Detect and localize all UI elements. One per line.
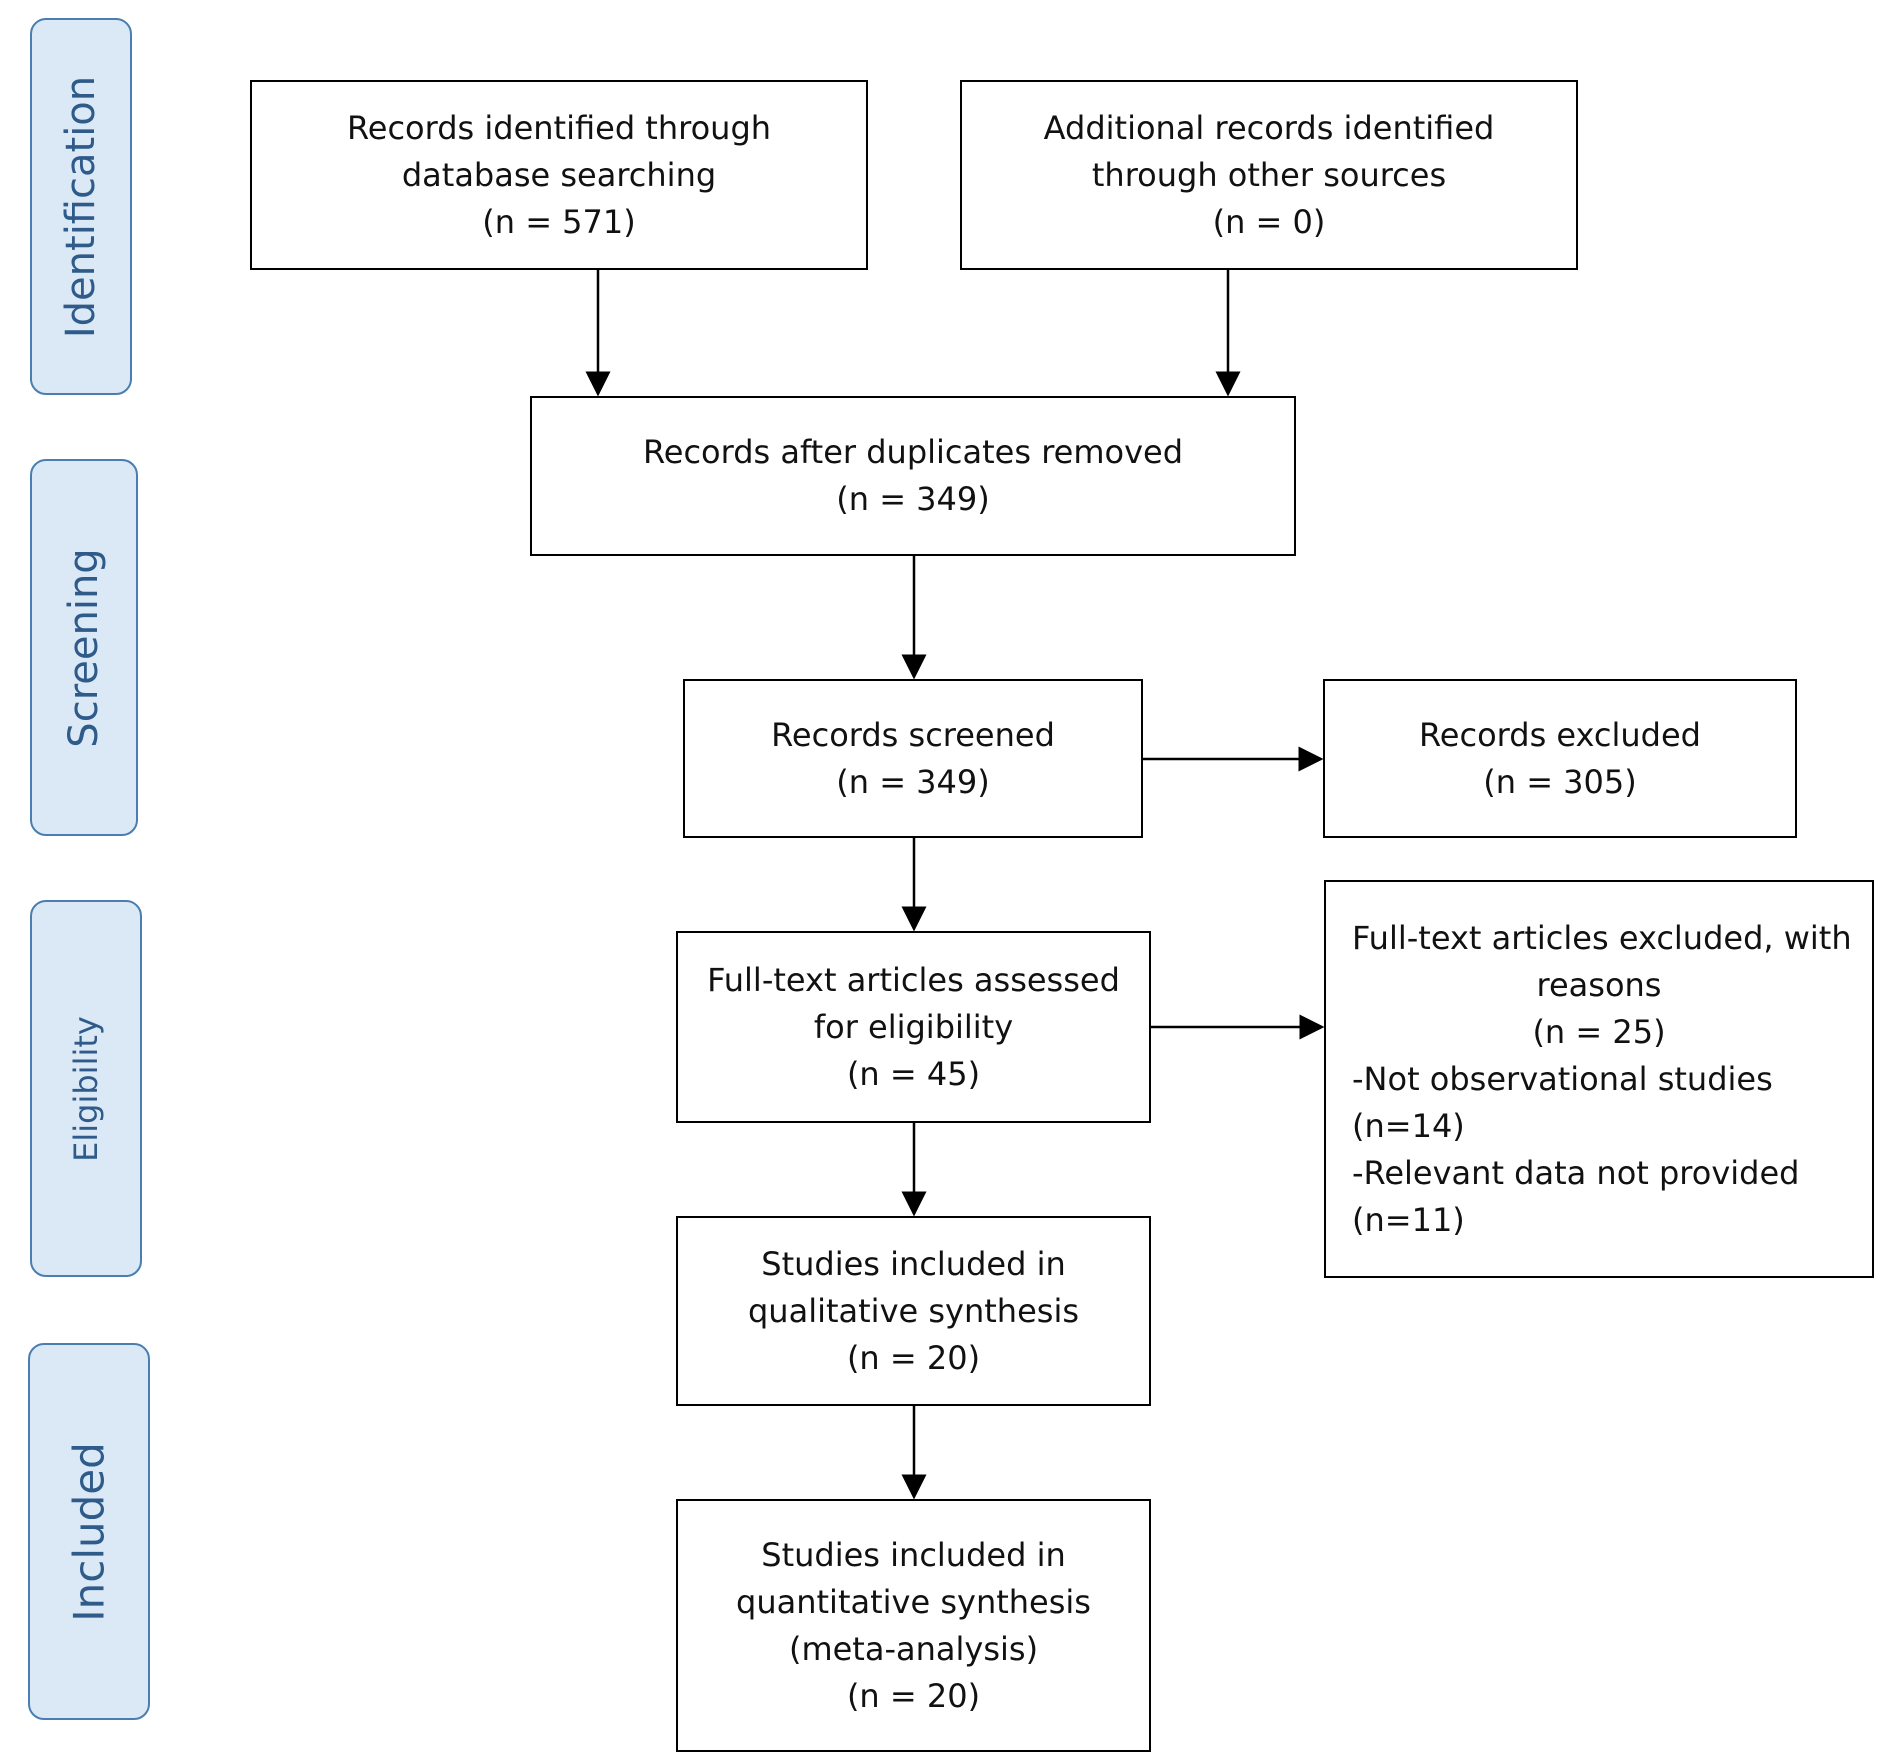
- box-other-sources: Additional records identified through ot…: [960, 80, 1578, 270]
- stage-eligibility: Eligibility: [30, 900, 142, 1277]
- box-quantitative-synthesis: Studies included in quantitative synthes…: [676, 1499, 1151, 1752]
- box-records-screened: Records screened (n = 349): [683, 679, 1143, 838]
- exclusion-reason: -Relevant data not provided: [1352, 1153, 1800, 1192]
- box-records-excluded: Records excluded (n = 305): [1323, 679, 1797, 838]
- stage-identification: Identification: [30, 18, 132, 395]
- box-fulltext-assessed: Full-text articles assessed for eligibil…: [676, 931, 1151, 1123]
- box-qualitative-synthesis: Studies included in qualitative synthesi…: [676, 1216, 1151, 1406]
- stage-screening: Screening: [30, 459, 138, 836]
- box-database-records: Records identified through database sear…: [250, 80, 868, 270]
- exclusion-reason: -Not observational studies: [1352, 1059, 1773, 1098]
- stage-included: Included: [28, 1343, 150, 1720]
- box-fulltext-excluded: Full-text articles excluded, with reason…: [1324, 880, 1874, 1278]
- box-duplicates-removed: Records after duplicates removed (n = 34…: [530, 396, 1296, 556]
